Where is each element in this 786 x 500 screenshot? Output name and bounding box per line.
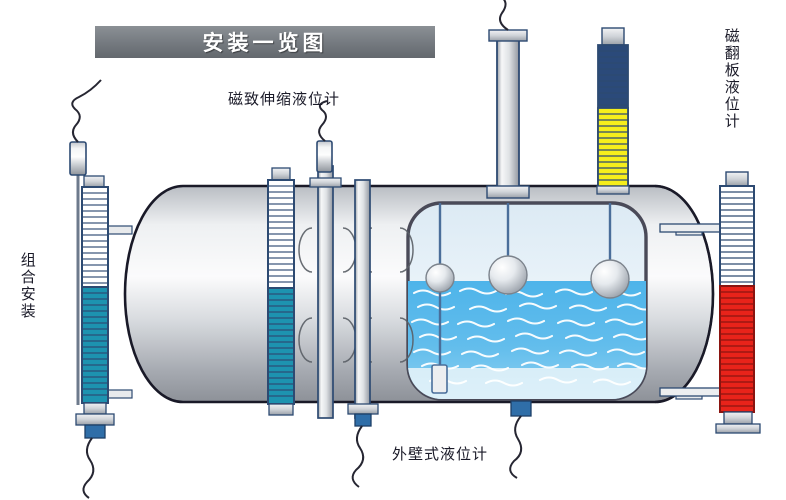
tank-bottom-cable — [509, 415, 523, 479]
bottom-cable — [82, 437, 95, 499]
instrument-yellow-column-gauge[interactable] — [596, 27, 630, 195]
connection-pipe-lower — [659, 387, 721, 397]
instrument-probe-pipe-b[interactable] — [347, 179, 379, 488]
magnetostrictive-cable — [499, 0, 509, 31]
probe-b-cable — [351, 425, 365, 488]
bottom-sensor — [431, 364, 448, 394]
signal-cable — [71, 79, 102, 143]
probe-cable — [318, 100, 328, 142]
instrument-external-wall-gauge-left[interactable] — [267, 167, 295, 416]
label-magnetostrictive-level-gauge: 磁致伸缩液位计 — [228, 90, 341, 108]
probe-head — [316, 140, 333, 173]
tank-bottom-connector — [509, 400, 532, 479]
instrument-magnetostrictive-probe[interactable] — [486, 0, 533, 199]
transmitter-head — [69, 141, 87, 176]
label-external-wall-level-gauge: 外壁式液位计 — [392, 445, 489, 463]
label-magnetic-flap-level-gauge: 磁翻板液位计 — [722, 28, 741, 130]
label-combined-installation: 组合安装 — [18, 252, 37, 320]
probe-b-connector — [354, 413, 372, 427]
connection-pipe-upper — [659, 223, 721, 233]
bottom-connector — [84, 424, 106, 439]
instrument-combined-installation-gauge[interactable] — [69, 79, 115, 499]
instrument-magnetic-flap-gauge[interactable] — [659, 171, 761, 434]
tank-cutaway-window — [406, 201, 648, 401]
instrument-probe-pipe-a[interactable] — [309, 100, 342, 419]
title-banner — [95, 26, 435, 58]
page-title: 安装一览图 — [202, 31, 328, 55]
